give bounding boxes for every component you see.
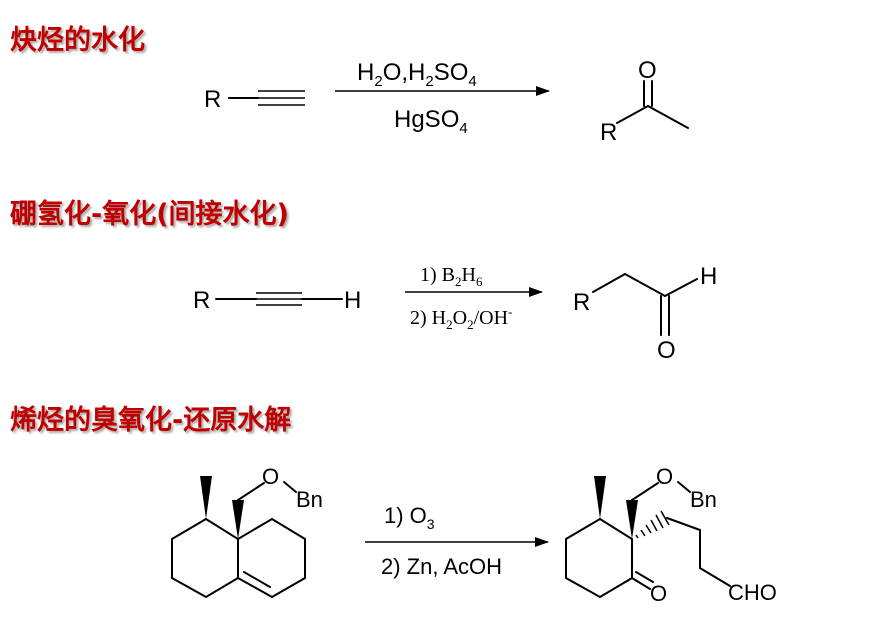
reactant-terminal-alkyne: R <box>204 86 305 113</box>
reaction-3: O Bn 1) O3 2) Zn, AcOH O O Bn <box>171 464 777 606</box>
reactant-octalin: O Bn <box>171 464 323 599</box>
benzyl-label: Bn <box>690 487 717 512</box>
oxygen-label: O <box>262 464 279 489</box>
section-title-alkyne-hydration: 炔烃的水化 <box>10 25 145 56</box>
reagent-above: 1) B2H6 <box>420 264 483 289</box>
r-group-label: R <box>193 287 210 314</box>
product-keto-aldehyde: O O Bn CHO <box>565 464 777 606</box>
r-group-label: R <box>573 289 590 316</box>
methyl-wedge <box>594 476 606 519</box>
reactant-terminal-alkyne: R H <box>193 287 361 314</box>
reagent-below: 2) H2O2/OH- <box>410 304 512 332</box>
hydrogen-label: H <box>700 263 717 290</box>
section-title-hydroboration: 硼氢化-氧化(间接水化) <box>10 199 289 230</box>
hashed-bond <box>635 510 670 539</box>
oxygen-label: O <box>656 464 673 489</box>
oxygen-label: O <box>638 57 657 84</box>
product-aldehyde: R H O <box>573 263 717 364</box>
aldehyde-label: CHO <box>728 580 777 605</box>
reagent-above: 1) O3 <box>384 503 435 532</box>
r-group-label: R <box>600 119 617 146</box>
oxygen-label: O <box>657 337 676 364</box>
product-methyl-ketone: O R <box>600 57 689 146</box>
benzyl-label: Bn <box>296 487 323 512</box>
methyl-wedge <box>200 476 212 519</box>
double-bond-line <box>243 571 271 588</box>
reagent-below: 2) Zn, AcOH <box>381 554 502 579</box>
reaction-1: R H2O,H2SO4 HgSO4 O R <box>204 57 689 146</box>
reagent-below: HgSO4 <box>394 106 468 137</box>
hydrogen-label: H <box>344 287 361 314</box>
reaction-2: R H 1) B2H6 2) H2O2/OH- R H O <box>193 263 717 364</box>
r-group-label: R <box>204 86 221 113</box>
reagent-above: H2O,H2SO4 <box>357 59 477 90</box>
ketone-oxygen-label: O <box>650 581 667 606</box>
ch2-wedge <box>232 500 244 539</box>
section-title-ozonolysis: 烯烃的臭氧化-还原水解 <box>10 405 292 436</box>
ch2-wedge <box>626 500 638 539</box>
